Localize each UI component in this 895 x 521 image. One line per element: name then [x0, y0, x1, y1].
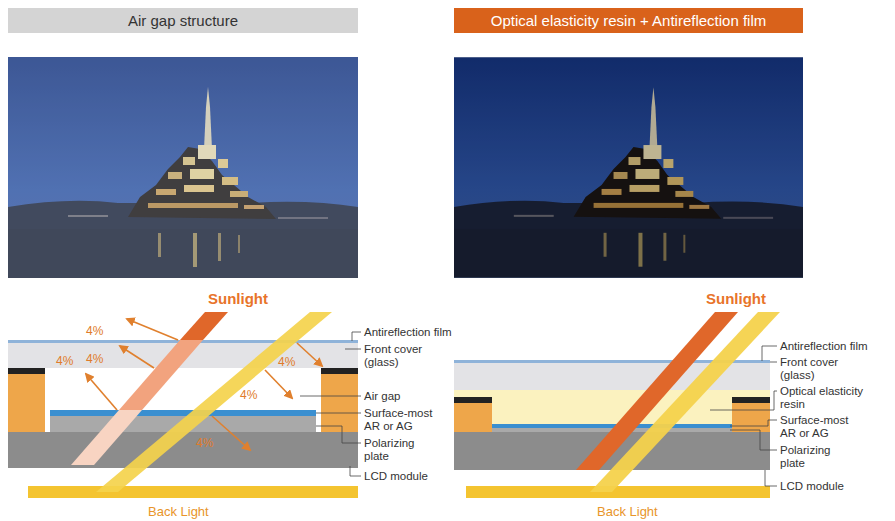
leader-lines	[300, 332, 361, 476]
drawing-polyline	[316, 413, 361, 414]
drawing-polygon	[96, 312, 332, 492]
drawing-polyline	[350, 466, 361, 476]
drawing-line	[86, 374, 117, 410]
part-label: LCD module	[780, 480, 865, 493]
part-label: Antireflection film	[780, 340, 890, 353]
drawing-rect	[321, 374, 358, 432]
part-label: Front cover (glass)	[364, 343, 434, 369]
part-label: Surface-most AR or AG	[780, 414, 858, 440]
part-label: Antireflection film	[364, 326, 459, 339]
drawing-polyline	[730, 430, 777, 450]
part-label: Surface-most AR or AG	[364, 407, 442, 433]
part-label: LCD module	[364, 470, 449, 483]
drawing-polyline	[352, 332, 361, 341]
drawing-polyline	[345, 349, 361, 350]
header-band: Air gap structure	[8, 8, 358, 33]
percentage: 4%	[86, 324, 103, 338]
drawing-rect	[8, 57, 358, 278]
drawing-rect	[8, 374, 45, 432]
percentage: 4%	[278, 355, 295, 369]
drawing-polyline	[765, 470, 777, 486]
drawing-rect	[732, 397, 770, 403]
drawing-line	[120, 346, 154, 368]
part-label: Optical elasticity resin	[780, 385, 865, 411]
drawing-line	[127, 319, 178, 340]
drawing-use	[8, 57, 358, 278]
drawing-rect	[454, 403, 492, 432]
drawing-polygon	[590, 312, 780, 492]
drawing-rect	[454, 390, 770, 432]
drawing-line	[265, 370, 292, 398]
part-label: Polarizing plate	[364, 437, 429, 463]
part-label: Air gap	[364, 390, 449, 403]
drawing-use	[454, 57, 803, 277]
part-label: Polarizing plate	[780, 444, 845, 470]
light-label: Back Light	[597, 504, 658, 519]
drawing-polyline	[710, 391, 777, 410]
drawing-polygon	[576, 312, 738, 470]
percentage: 4%	[196, 436, 213, 450]
drawing-polyline	[762, 346, 777, 361]
drawing-rect	[492, 424, 732, 428]
leader-lines	[710, 346, 777, 486]
drawing-polyline	[730, 420, 777, 426]
percentage: 4%	[86, 352, 103, 366]
drawing-polygon	[180, 312, 228, 340]
header-band: Optical elasticity resin + Antireflectio…	[454, 8, 803, 33]
header-text: Optical elasticity resin + Antireflectio…	[491, 12, 767, 29]
part-label: Front cover (glass)	[780, 356, 850, 382]
drawing-polyline	[300, 396, 361, 397]
percentage: 4%	[240, 388, 257, 402]
light-label: Sunlight	[706, 290, 766, 307]
resin-section	[454, 312, 780, 498]
drawing-rect	[321, 368, 358, 374]
drawing-polyline	[316, 426, 361, 443]
drawing-rect	[8, 368, 45, 374]
air-gap-section	[8, 312, 358, 498]
header-text: Air gap structure	[128, 12, 238, 29]
drawing-rect	[466, 486, 770, 498]
drawing-rect	[454, 397, 492, 403]
light-label: Back Light	[148, 504, 209, 519]
drawing-line	[297, 343, 322, 366]
drawing-rect	[454, 57, 803, 278]
drawing-rect	[28, 486, 358, 498]
drawing-polyline	[770, 362, 777, 363]
drawing-rect	[50, 410, 316, 416]
drawing-rect	[8, 432, 358, 468]
drawing-rect	[732, 403, 770, 432]
drawing-polygon	[119, 340, 203, 410]
drawing-line	[212, 416, 250, 450]
drawing-polygon	[71, 410, 142, 465]
percentage: 4%	[56, 354, 73, 368]
light-label: Sunlight	[208, 290, 268, 307]
